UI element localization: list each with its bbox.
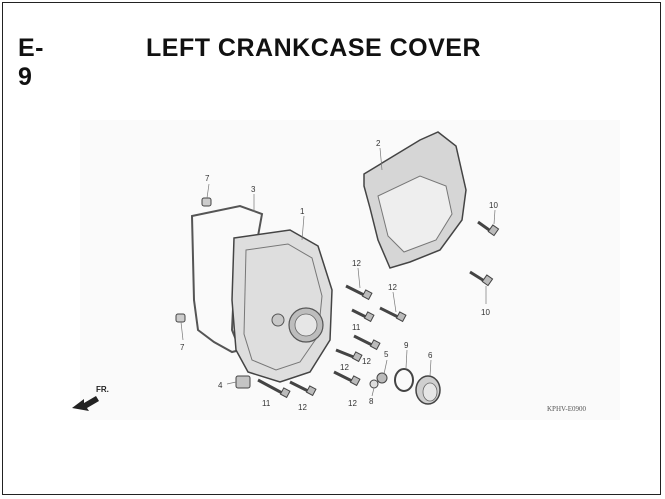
drawing-code: KPHV-E0900 [547,405,587,413]
leader-lines [180,147,496,397]
callout-12-c: 12 [362,357,371,366]
callout-10-lower: 10 [481,308,490,317]
part-bolt-10-upper [477,220,500,237]
callout-9: 9 [404,341,409,350]
part-plug [376,372,388,384]
part-bolt-11-lower [257,378,291,399]
part-washer [369,379,379,389]
callout-12-a: 12 [352,259,361,268]
diagram-background [80,120,620,420]
section-title: LEFT CRANKCASE COVER [146,34,482,62]
front-direction-arrow: FR. [72,385,109,411]
part-bolt-12-upper-b [379,306,407,323]
section-code: E-9 [18,34,44,91]
part-bracket [235,375,251,389]
callout-8: 8 [369,397,374,406]
part-left-crankcase-cover-rim [243,243,323,371]
part-bolt-12-lower-a [333,370,361,387]
callout-4: 4 [218,381,223,390]
part-cover-boss [271,313,285,327]
callout-7-upper: 7 [205,174,210,183]
arrow-left-icon [72,396,99,411]
part-bolt-12-lower-b [289,380,317,397]
callout-10-upper: 10 [489,201,498,210]
callout-11-lower: 11 [262,399,271,408]
callout-6: 6 [428,351,433,360]
callout-12-f: 12 [348,399,357,408]
part-bolt-12-upper-a [345,284,373,301]
part-bolt-12-middle-b [335,348,363,363]
callout-5: 5 [384,350,389,359]
part-bolt-12-middle-a [353,334,381,351]
callout-12-d: 12 [340,363,349,372]
part-dowel-pin-upper [201,197,212,207]
callout-7-lower: 7 [180,343,185,352]
callout-1: 1 [300,207,305,216]
part-cap-face [422,382,438,402]
part-left-crankcase-cover [231,229,333,383]
callout-12-e: 12 [298,403,307,412]
page-frame [2,2,661,495]
part-bolt-11-middle [351,308,375,323]
part-bolt-10-lower [469,270,494,287]
part-o-ring [394,368,414,392]
callout-12-b: 12 [388,283,397,292]
part-cover-inspection-opening-inner [294,313,318,337]
callout-3: 3 [251,185,256,194]
callout-11-middle: 11 [352,323,361,332]
part-upper-cover-inner [377,175,453,253]
part-dowel-pin-lower [175,313,186,323]
callout-2: 2 [376,139,381,148]
front-direction-label: FR. [96,385,109,394]
